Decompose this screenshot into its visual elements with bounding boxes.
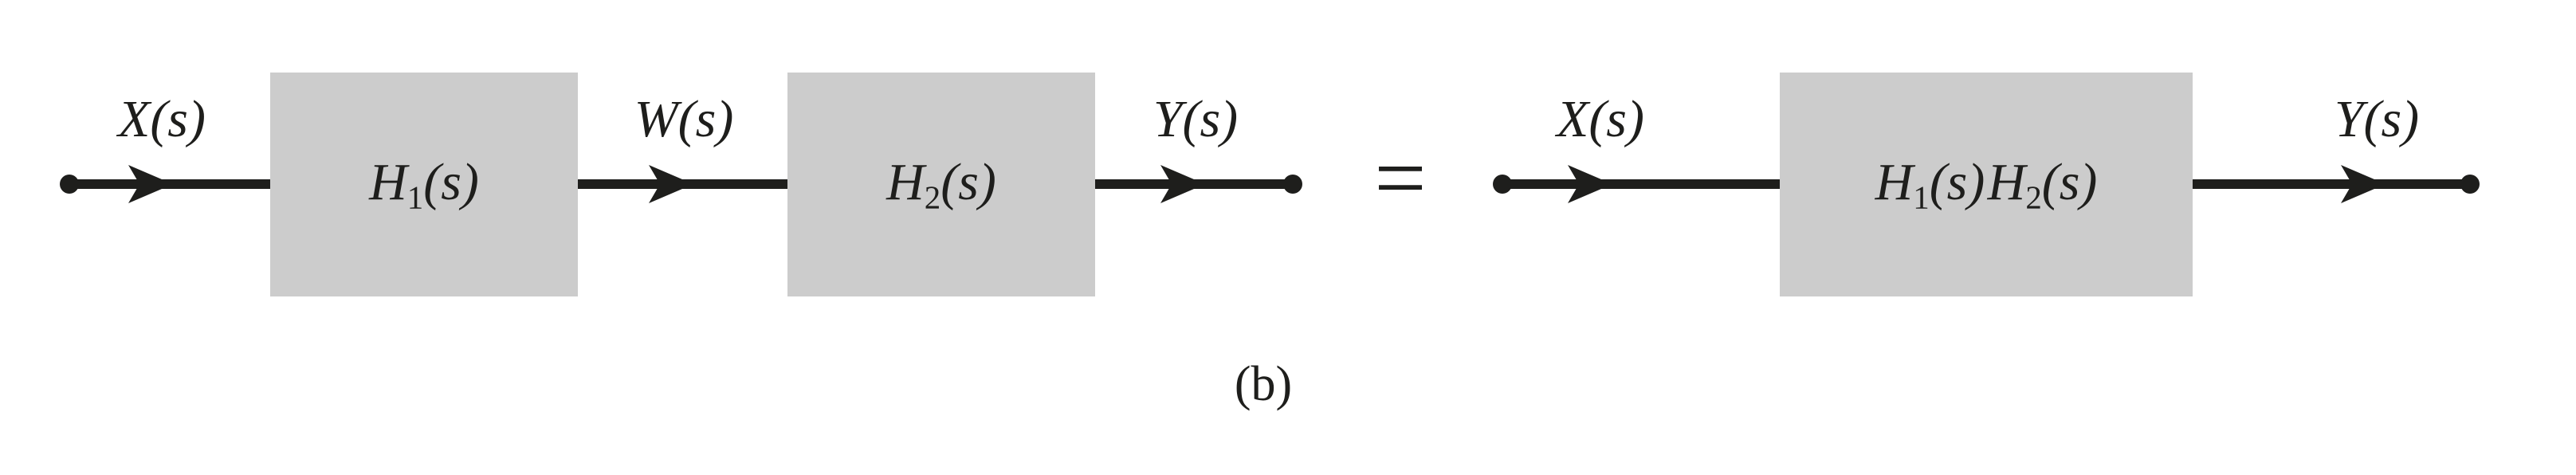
equals-sign: = xyxy=(1321,128,1480,230)
block-h2: H2(s) xyxy=(787,73,1095,296)
right-output-node-dot xyxy=(2460,175,2480,194)
left-intermediate-signal-label: W(s) xyxy=(604,84,764,155)
right-input-signal-text: X(s) xyxy=(1557,90,1644,148)
block-h1h2-part2-base: H xyxy=(1987,153,2026,212)
left-intermediate-arrowhead-icon xyxy=(649,165,693,203)
block-h1-label: H1(s) xyxy=(369,152,479,216)
block-h1h2-part1-arg: (s) xyxy=(1929,153,1985,212)
block-h2-subscript: 2 xyxy=(924,179,941,216)
left-output-signal-label: Y(s) xyxy=(1116,84,1275,155)
left-input-signal-label: X(s) xyxy=(82,84,242,155)
block-h2-label: H2(s) xyxy=(886,152,996,216)
block-h1h2: H1(s) H2(s) xyxy=(1780,73,2193,296)
block-h1-subscript: 1 xyxy=(406,179,424,216)
figure-caption: (b) xyxy=(1144,344,1383,424)
block-h1h2-part1-base: H xyxy=(1875,153,1914,212)
block-h1h2-part2: H2(s) xyxy=(1988,152,2098,216)
right-output-signal-text: Y(s) xyxy=(2334,90,2420,148)
block-h1h2-part1-subscript: 1 xyxy=(1913,179,1930,216)
right-input-signal-label: X(s) xyxy=(1521,84,1680,155)
right-input-arrowhead-icon xyxy=(1568,165,1612,203)
block-h1h2-part1: H1(s) xyxy=(1875,152,1985,216)
figure-caption-text: (b) xyxy=(1234,356,1293,411)
left-output-signal-text: Y(s) xyxy=(1153,90,1239,148)
left-output-node-dot xyxy=(1283,175,1302,194)
block-h1: H1(s) xyxy=(270,73,578,296)
block-h1-base: H xyxy=(369,153,407,212)
left-intermediate-signal-text: W(s) xyxy=(634,90,734,148)
right-output-signal-label: Y(s) xyxy=(2297,84,2456,155)
block-h2-arg: (s) xyxy=(940,153,996,212)
equals-text: = xyxy=(1374,127,1427,230)
left-input-arrowhead-icon xyxy=(128,165,173,203)
left-input-signal-text: X(s) xyxy=(118,90,206,148)
block-h1-arg: (s) xyxy=(423,153,479,212)
left-output-arrowhead-icon xyxy=(1160,165,1205,203)
block-h2-base: H xyxy=(886,153,925,212)
block-h1h2-part2-arg: (s) xyxy=(2041,153,2098,212)
block-h1h2-part2-subscript: 2 xyxy=(2025,179,2042,216)
right-output-arrowhead-icon xyxy=(2341,165,2386,203)
